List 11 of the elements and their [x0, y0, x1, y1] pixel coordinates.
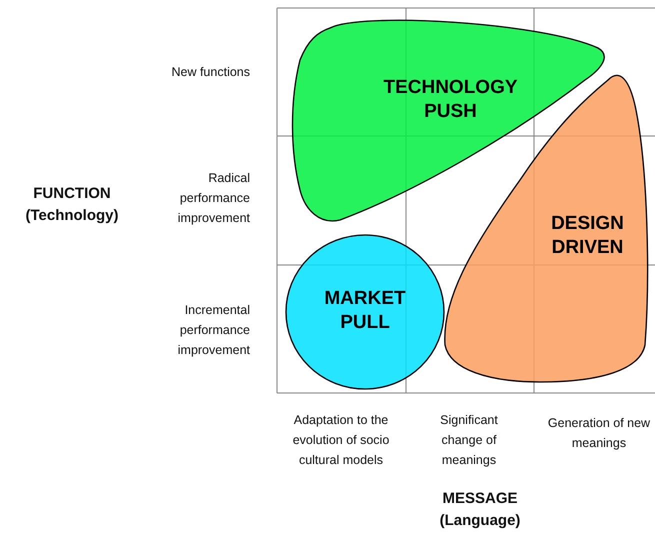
column-label: Adaptation to the evolution of socio cultural models — [292, 412, 390, 469]
row-label: New functions — [170, 64, 250, 81]
axis-title: MESSAGE (Language) — [438, 489, 522, 531]
quadrant-label: MARKET PULL — [323, 287, 407, 335]
row-label: Incremental performance improvement — [176, 302, 250, 359]
quadrant-label: DESIGN DRIVEN — [550, 212, 625, 260]
column-label: Significant change of meanings — [439, 412, 499, 469]
row-label: Radical performance improvement — [176, 170, 250, 227]
column-label: Generation of new meanings — [546, 415, 652, 452]
axis-title: FUNCTION (Technology) — [24, 184, 120, 226]
quadrant-label: TECHNOLOGY PUSH — [382, 76, 519, 124]
